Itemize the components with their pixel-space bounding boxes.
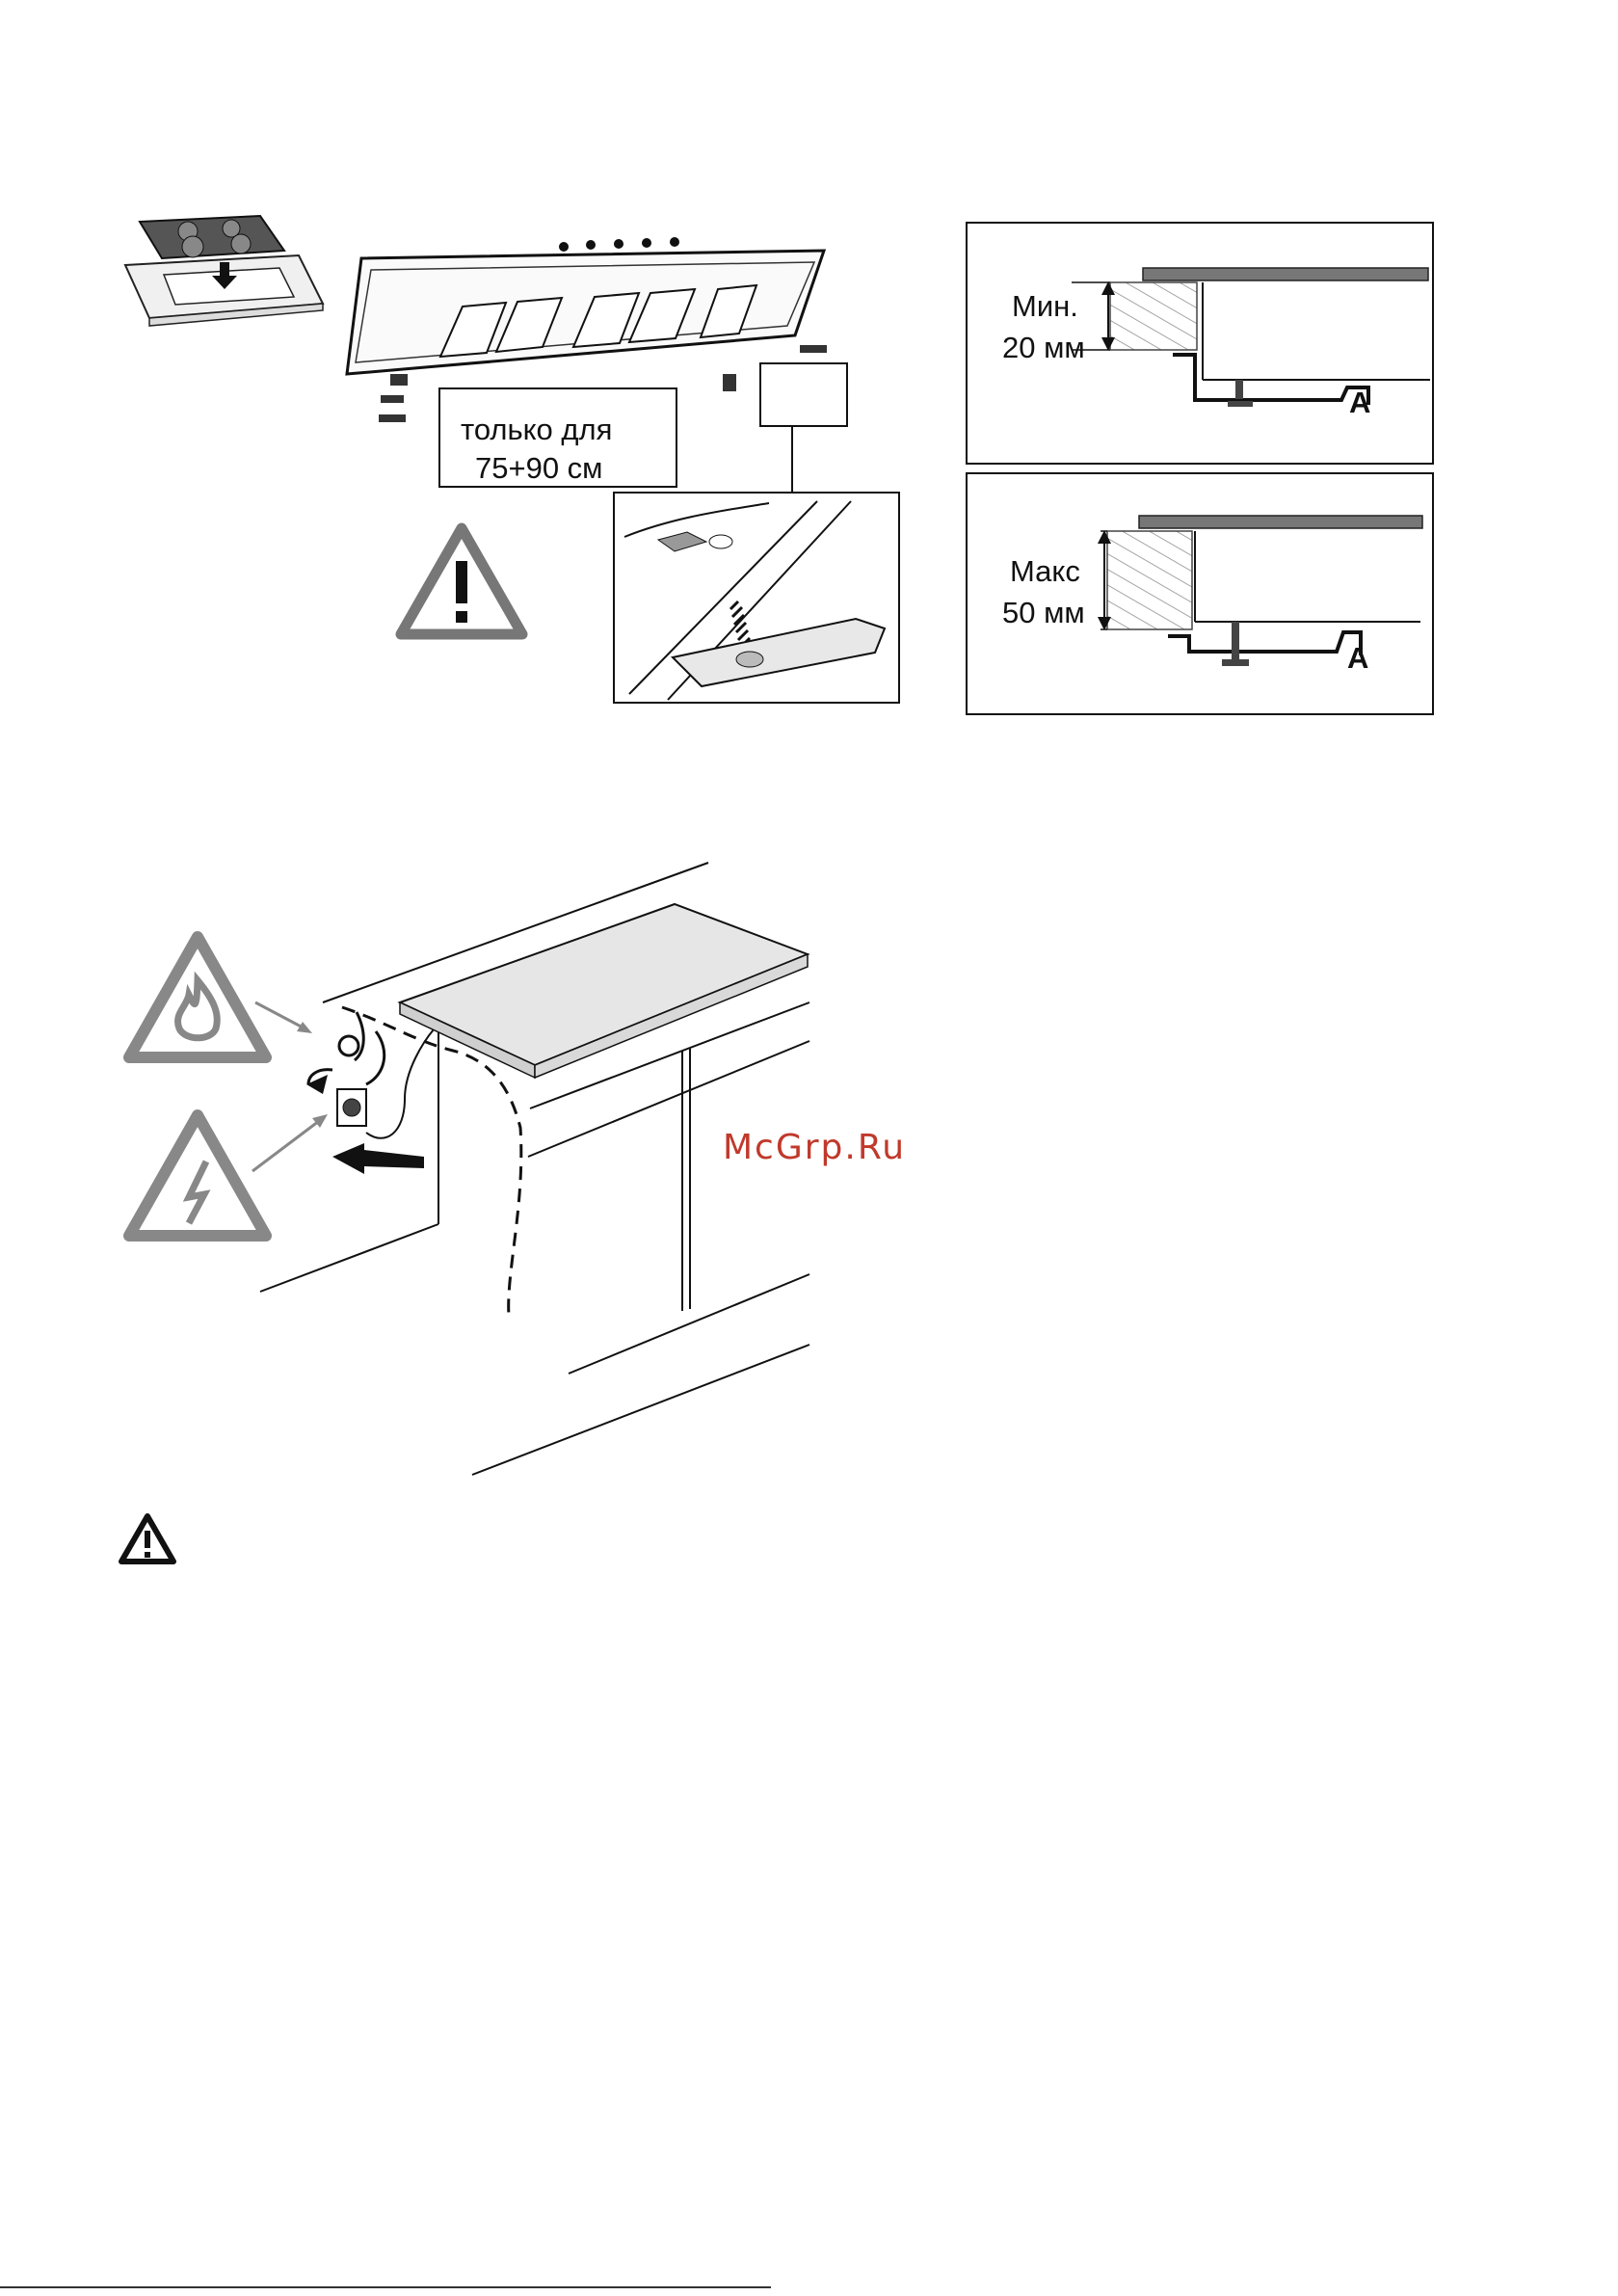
footer-rule bbox=[0, 2286, 771, 2288]
small-warning-icon bbox=[118, 1511, 177, 1565]
flame-warning-icon bbox=[119, 927, 276, 1067]
electric-warning-icon bbox=[119, 1106, 276, 1245]
watermark-text: McGrp.Ru bbox=[723, 1128, 906, 1167]
